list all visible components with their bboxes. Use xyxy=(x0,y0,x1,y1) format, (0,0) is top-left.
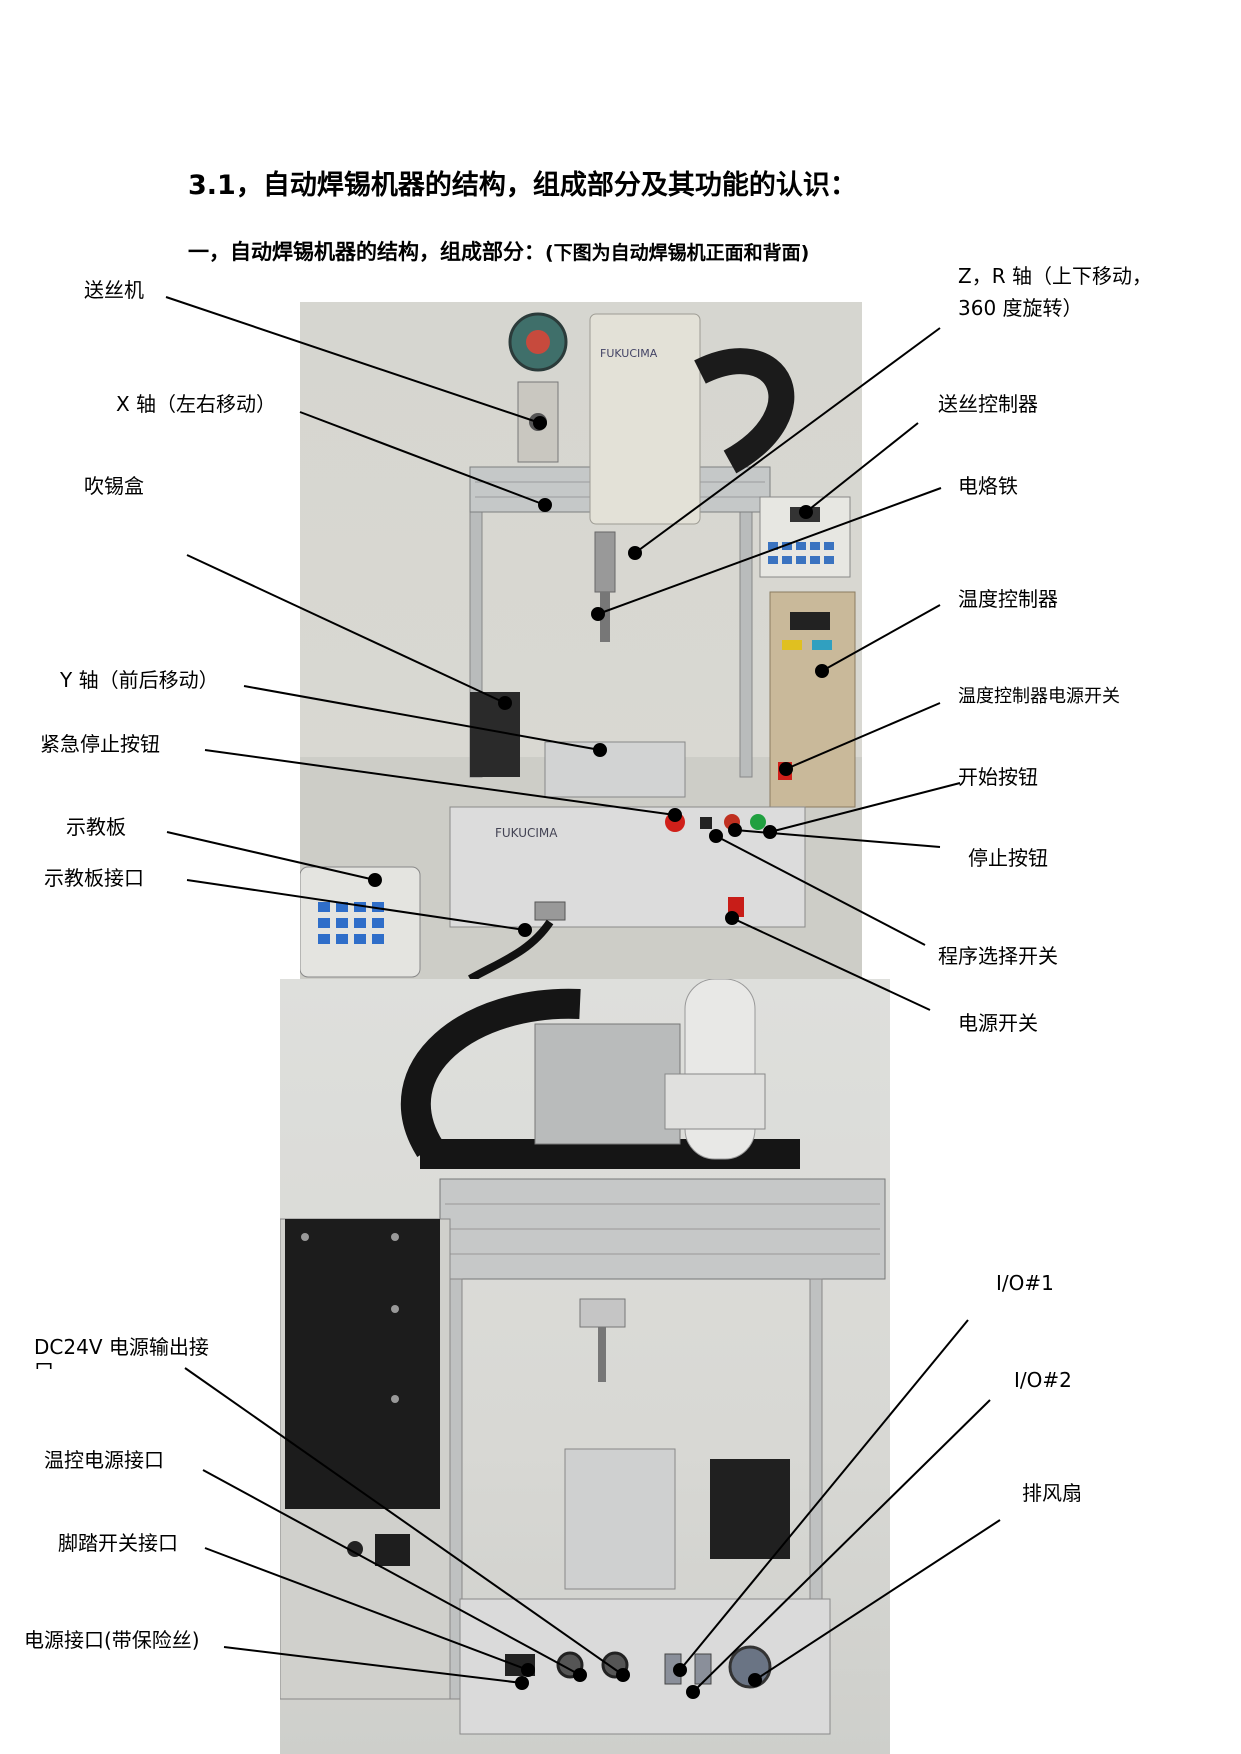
label-dc24v-line1: DC24V 电源输出接 xyxy=(34,1335,209,1359)
section-subtitle: 一，自动焊锡机器的结构，组成部分：(下图为自动焊锡机正面和背面) xyxy=(188,236,809,266)
label-stop-button: 停止按钮 xyxy=(968,846,1048,870)
subtitle-paren: (下图为自动焊锡机正面和背面) xyxy=(545,242,810,264)
label-dc24v: DC24V 电源输出接 口 xyxy=(34,1335,214,1383)
label-zr-axis-line2: 360 度旋转） xyxy=(958,296,1083,320)
label-zr-axis-line1: Z，R 轴（上下移动， xyxy=(958,264,1152,288)
label-soldering-iron: 电烙铁 xyxy=(958,474,1018,498)
label-teach-port: 示教板接口 xyxy=(44,866,144,890)
head-brand-text: FUKUCIMA xyxy=(600,347,658,360)
label-wire-controller: 送丝控制器 xyxy=(938,392,1038,416)
label-program-switch: 程序选择开关 xyxy=(938,944,1058,968)
front-photo: FUKUCIMA FUKUCIMA xyxy=(300,302,862,979)
label-io2: I/O#2 xyxy=(1014,1368,1072,1392)
label-wire-feeder: 送丝机 xyxy=(84,278,144,302)
label-temp-controller: 温度控制器 xyxy=(958,587,1058,611)
label-x-axis: X 轴（左右移动） xyxy=(116,392,277,416)
label-start-button: 开始按钮 xyxy=(958,765,1038,789)
back-machine-illustration xyxy=(280,979,886,1735)
label-y-axis: Y 轴（前后移动） xyxy=(60,668,219,692)
label-foot-switch-port: 脚踏开关接口 xyxy=(58,1531,178,1555)
label-power-port: 电源接口(带保险丝) xyxy=(24,1628,200,1652)
label-temp-power-port: 温控电源接口 xyxy=(44,1448,164,1472)
box-brand-text: FUKUCIMA xyxy=(495,826,558,840)
back-photo xyxy=(280,979,890,1754)
front-machine-illustration: FUKUCIMA FUKUCIMA xyxy=(300,312,862,979)
label-emergency-stop: 紧急停止按钮 xyxy=(40,732,160,756)
page-title: 3.1，自动焊锡机器的结构，组成部分及其功能的认识： xyxy=(188,170,857,201)
label-io1: I/O#1 xyxy=(996,1271,1054,1295)
label-teach-pendant: 示教板 xyxy=(66,815,126,839)
label-power-switch: 电源开关 xyxy=(958,1011,1038,1035)
subtitle-main: 一，自动焊锡机器的结构，组成部分： xyxy=(188,240,545,264)
label-exhaust-fan: 排风扇 xyxy=(1022,1481,1082,1505)
label-temp-power-switch: 温度控制器电源开关 xyxy=(958,686,1120,707)
label-tin-box: 吹锡盒 xyxy=(84,474,144,498)
label-dc24v-line2: 口 xyxy=(34,1359,214,1369)
